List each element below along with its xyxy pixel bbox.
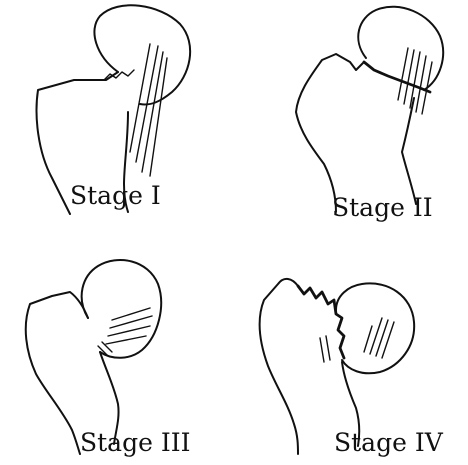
stage-4-label: Stage IV [334, 430, 443, 455]
stage-3-femoral-neck [26, 292, 88, 454]
stage-1-trabecular-lines [130, 44, 167, 176]
stage-2-femoral-neck [296, 54, 364, 212]
stage-4-femoral-neck [260, 279, 298, 454]
stage-2-shaft-right [402, 98, 416, 204]
stage-4-trabecular-lines [320, 318, 394, 362]
stage-2-femoral-head [358, 7, 443, 90]
stage-2-drawing [296, 7, 443, 212]
stage-3-label: Stage III [80, 430, 190, 455]
stage-1-femoral-head [94, 5, 190, 104]
stage-3-drawing [26, 260, 161, 454]
stage-2-label: Stage II [332, 195, 433, 220]
stage-1-label: Stage I [70, 183, 161, 208]
stage-4-femoral-head [336, 283, 414, 373]
